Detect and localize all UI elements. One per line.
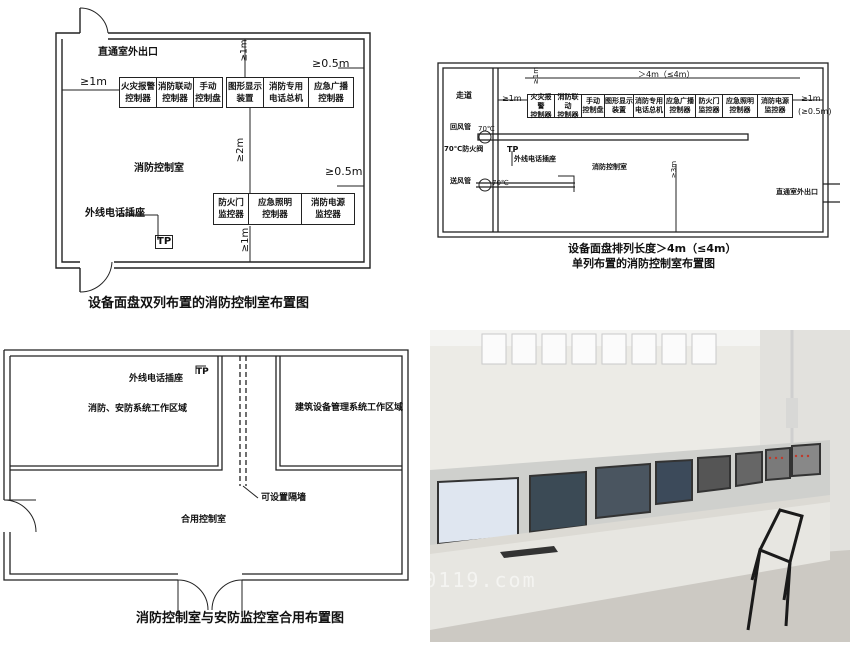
- watermark: www.1190119.com: [430, 568, 537, 592]
- zone-right-label: 建筑设备管理系统工作区域: [295, 403, 404, 413]
- panel2-caption1: 设备面盘排列长度＞4m（≤4m）: [568, 242, 737, 255]
- zone-left-label: 消防、安防系统工作区域: [88, 404, 188, 414]
- dim-1m-left: ≥1m: [80, 75, 107, 88]
- dim-1m-small: ≥1m: [532, 66, 541, 85]
- panel-single-row-layout: 走道 ＞4m（≤4m） ≥1m ≥1m 火灾报警 控制器 消防联动 控制器 手动…: [430, 56, 864, 276]
- emergency-light-controller: 应急照明 控制器: [248, 193, 302, 225]
- panel3-walls: [3, 349, 409, 612]
- p2-fire-door: 防火门 监控器: [695, 94, 723, 118]
- damper-70: 70℃: [478, 125, 495, 133]
- panel-shared-layout: 外线电话插座 TP 消防、安防系统工作区域 建筑设备管理系统工作区域 可设置隔墙…: [0, 330, 430, 666]
- dim-1m-bottom: ≥1m: [240, 227, 252, 253]
- supply-pipe-label: 送风管: [450, 177, 471, 185]
- damper-70b: 70℃: [492, 179, 509, 187]
- dim-05m-right2: ≥0.5m: [325, 165, 363, 178]
- linkage-controller: 消防联动 控制器: [156, 77, 194, 108]
- dim-len: ＞4m（≤4m）: [638, 70, 695, 79]
- graphic-display: 图形显示 装置: [226, 77, 264, 108]
- fire-alarm-controller: 火灾报警 控制器: [119, 77, 157, 108]
- dim-right-1m: ≥1m: [801, 94, 821, 103]
- dim-right-05m: (≥0.5m): [798, 107, 832, 116]
- exit-label: 直通室外出口: [98, 47, 158, 58]
- p2-room: 消防控制室: [592, 163, 627, 171]
- p2-manual: 手动 控制盘: [581, 94, 605, 118]
- photo-drawing: [430, 330, 850, 642]
- manual-control-panel: 手动 控制盘: [193, 77, 223, 108]
- p2-emergency-light: 应急照明 控制器: [722, 94, 758, 118]
- p2-graphic: 图形显示 装置: [604, 94, 634, 118]
- control-room-photo: www.1190119.com: [430, 330, 850, 642]
- panel2-caption2: 单列布置的消防控制室布置图: [572, 257, 715, 270]
- shared-room-label: 合用控制室: [181, 515, 227, 525]
- partition-label: 可设置隔墙: [261, 493, 307, 503]
- p2-exit: 直通室外出口: [776, 188, 818, 196]
- room-label: 消防控制室: [134, 163, 184, 174]
- p2-fire-alarm: 火灾报警 控制器: [527, 93, 555, 119]
- p2-phone-host: 消防专用 电话总机: [633, 94, 665, 118]
- panel-double-row-layout: 直通室外出口 ≥1m ≥1m ≥0.5m 火灾报警 控制器 消防联动 控制器 手…: [0, 0, 430, 320]
- fire-damper-label: 70℃防火阀: [444, 145, 484, 153]
- dim-2m-mid: ≥2m: [235, 137, 247, 163]
- p2-broadcast: 应急广播 控制器: [664, 94, 696, 118]
- dim-05m-right: ≥0.5m: [312, 57, 350, 70]
- dim-1m-top: ≥1m: [239, 39, 250, 62]
- p3-tp: TP: [196, 367, 209, 377]
- p2-phone: 外线电话插座: [514, 155, 556, 163]
- panel1-caption: 设备面盘双列布置的消防控制室布置图: [88, 296, 310, 311]
- fire-door-monitor: 防火门 监控器: [213, 193, 249, 225]
- p2-linkage: 消防联动 控制器: [554, 93, 582, 119]
- corridor-label: 走道: [456, 91, 472, 100]
- p3-phone: 外线电话插座: [129, 374, 184, 384]
- dim-left-1m: ≥1m: [502, 94, 522, 103]
- fire-power-monitor: 消防电源 监控器: [301, 193, 355, 225]
- p2-power-monitor: 消防电源 监控器: [757, 94, 793, 118]
- emergency-broadcast: 应急广播 控制器: [308, 77, 354, 108]
- panel3-caption: 消防控制室与安防监控室合用布置图: [136, 611, 345, 626]
- fire-phone-host: 消防专用 电话总机: [263, 77, 309, 108]
- panel1-walls: [55, 7, 371, 293]
- phone-socket-label: 外线电话插座: [85, 208, 145, 219]
- panel2-walls: [437, 62, 840, 238]
- tp-label: TP: [155, 235, 174, 249]
- return-pipe-label: 回风管: [450, 123, 471, 131]
- p2-tp: TP: [507, 145, 519, 154]
- dim-3m: ≥3m: [670, 160, 679, 179]
